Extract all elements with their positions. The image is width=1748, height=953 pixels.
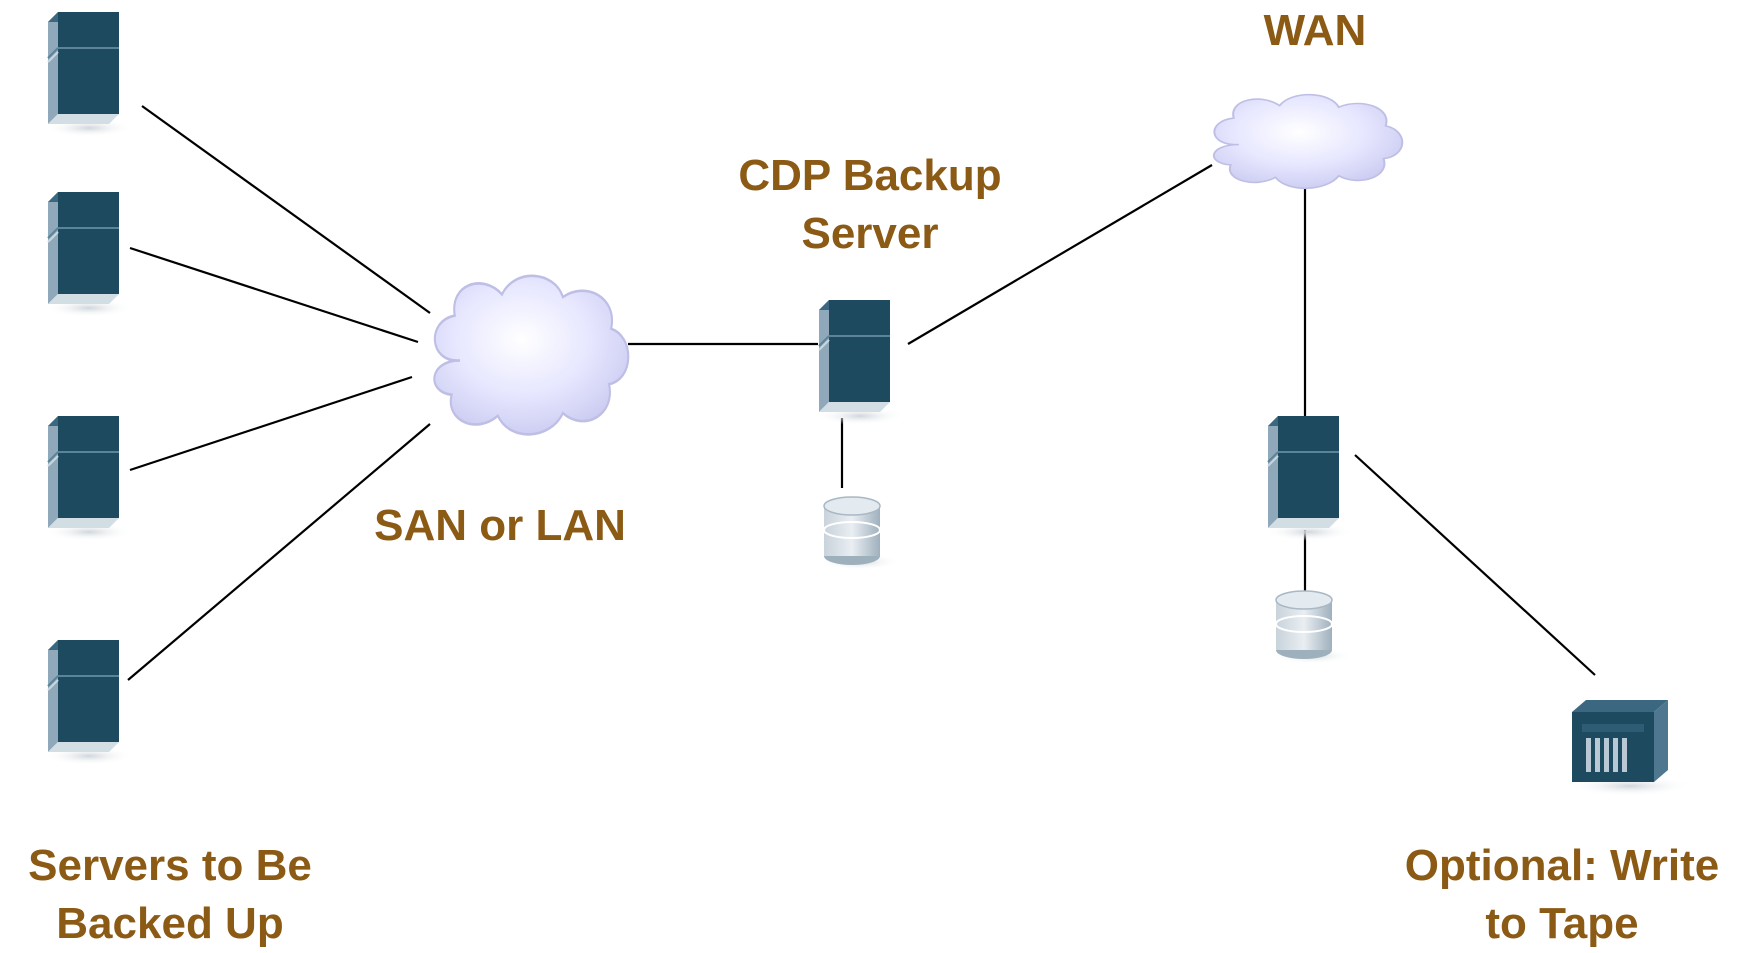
servers-label: Servers to Be Backed Up — [0, 837, 340, 953]
server-tower-icon — [44, 639, 134, 766]
wan-label-text: WAN — [1263, 6, 1367, 55]
wan-label: WAN — [1230, 2, 1400, 60]
servers-label-line2: Backed Up — [56, 899, 284, 948]
tape-label: Optional: Write to Tape — [1376, 837, 1748, 953]
server-tower-icon — [815, 299, 905, 426]
tape-label-line2: to Tape — [1485, 899, 1639, 948]
link-server1-san — [141, 105, 431, 314]
cdp-server-label-line2: Server — [801, 209, 939, 258]
cdp-server-label: CDP Backup Server — [700, 147, 1040, 263]
disk-storage-icon — [1271, 590, 1353, 665]
link-remote-tape — [1354, 454, 1596, 676]
san-lan-label: SAN or LAN — [340, 497, 660, 555]
tape-library-icon — [1568, 700, 1692, 796]
link-server3-san — [129, 375, 413, 472]
server-tower-icon — [44, 11, 134, 138]
link-cdp-wan — [907, 164, 1213, 345]
link-server2-san — [129, 246, 419, 344]
network-cloud-icon — [1212, 93, 1404, 190]
tape-label-line1: Optional: Write — [1404, 841, 1720, 890]
server-tower-icon — [1264, 415, 1354, 542]
server-tower-icon — [44, 191, 134, 318]
san-lan-label-text: SAN or LAN — [374, 501, 626, 550]
cdp-server-label-line1: CDP Backup — [738, 151, 1002, 200]
connection-lines — [127, 105, 1596, 681]
servers-label-line1: Servers to Be — [28, 841, 312, 890]
network-cloud-icon — [433, 274, 630, 436]
link-server4-san — [127, 423, 431, 681]
disk-storage-icon — [819, 496, 901, 571]
server-tower-icon — [44, 415, 134, 542]
